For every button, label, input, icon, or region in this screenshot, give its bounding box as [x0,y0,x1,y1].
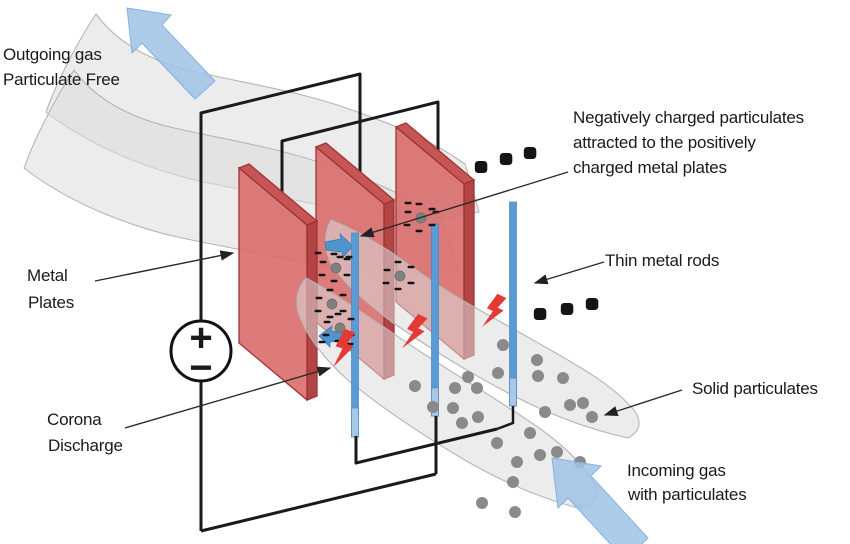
leader-thin-rods [533,261,605,285]
label-corona-2: Discharge [48,436,123,455]
wire-bottom-diagonal [200,472,437,533]
label-incoming-1: Incoming gas [627,461,726,480]
label-negative-2: attracted to the positively [573,133,756,152]
leader-lines [94,171,683,429]
rod-3 [509,201,517,407]
voltage-source-minus: − [189,346,212,390]
bolt-3 [482,293,507,327]
labels: Outgoing gas Particulate Free Negatively… [3,45,818,504]
label-outgoing-gas-2: Particulate Free [3,70,120,89]
incoming-gas-arrow [551,457,649,544]
wire-frame-inner [280,100,440,193]
label-incoming-2: with particulates [627,485,747,504]
plate1-front-face [238,166,308,402]
label-metal-2: Plates [28,293,74,312]
label-solid: Solid particulates [692,379,818,398]
gas-flow-arrows [126,7,649,544]
bolt-2 [402,313,428,349]
bolt-1 [333,329,356,367]
wire-rod-bus [354,427,498,465]
outgoing-gas-arrow [126,7,216,100]
rod-circuit-wires [200,406,515,533]
voltage-source-plus: + [189,316,212,360]
attraction-arrow-right [324,232,354,258]
voltage-source-circle [169,319,233,383]
voltage-source: + − [169,316,233,390]
label-negative-1: Negatively charged particulates [573,108,804,127]
solid-particulates [409,339,598,518]
leader-solid-particulates [603,389,683,417]
leader-metal-plates [94,250,235,282]
label-outgoing-gas-1: Outgoing gas [3,45,102,64]
label-metal-1: Metal [27,266,68,285]
corona-discharge-bolts [333,293,507,367]
leader-corona-discharge [124,366,332,429]
ellipsis-dots-lower [533,298,599,320]
ellipsis-dots-upper [474,147,537,173]
label-corona-1: Corona [47,410,102,429]
rod-2 [431,223,439,417]
leader-neg-particulates [359,171,569,238]
wire-rod3-drop [496,406,515,431]
label-thin-rods: Thin metal rods [605,251,719,270]
charged-particulates [314,202,436,343]
label-negative-3: charged metal plates [573,158,727,177]
